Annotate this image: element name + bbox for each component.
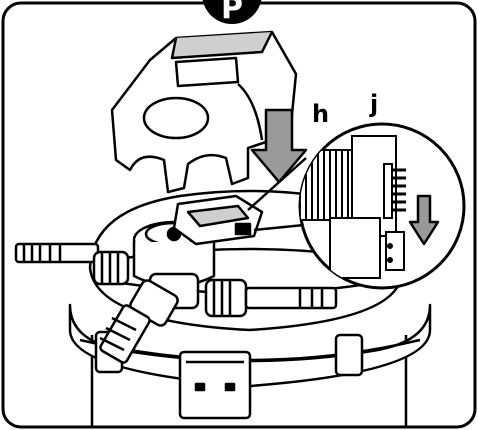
downward-arrow-h xyxy=(250,108,308,184)
hose-connector-left xyxy=(14,242,130,286)
latch-spring xyxy=(388,168,406,212)
uv-unit-base xyxy=(172,194,264,246)
clamp-latch-right xyxy=(334,333,364,377)
detail-magnifier xyxy=(298,122,466,290)
clamp-latch-front xyxy=(178,350,252,420)
hose-connector-right xyxy=(204,278,338,318)
step-badge-letter: P xyxy=(221,0,243,26)
hose-connector-front xyxy=(99,279,179,364)
label-h: h xyxy=(312,100,329,128)
step-badge: P xyxy=(202,0,262,26)
downward-arrow-j xyxy=(408,194,440,246)
label-j: j xyxy=(369,90,378,118)
uv-cover xyxy=(110,30,298,194)
